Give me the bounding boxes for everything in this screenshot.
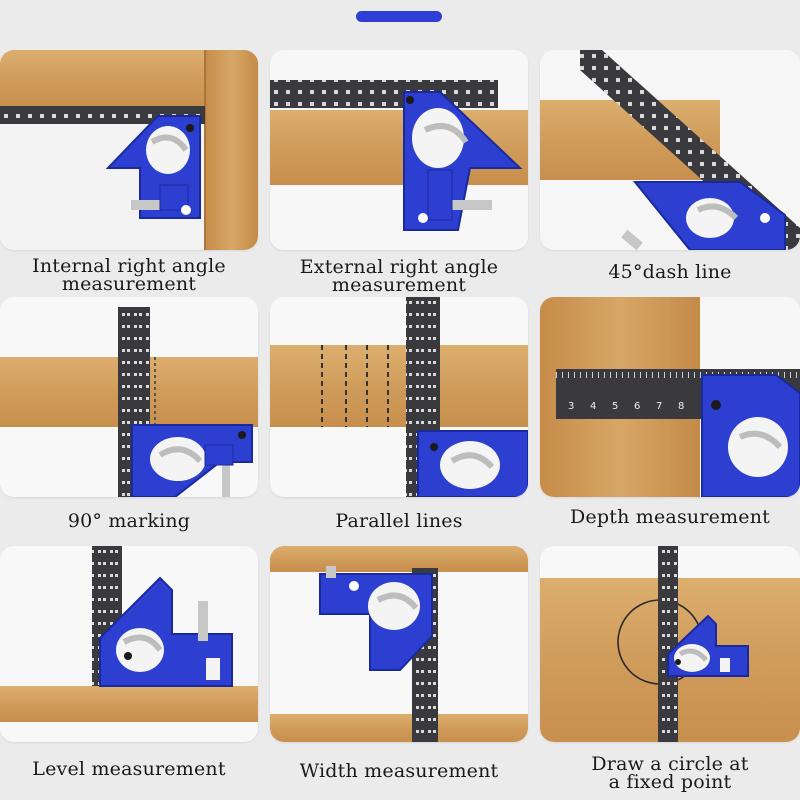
svg-text:4: 4: [590, 401, 596, 412]
tile-width-measurement[interactable]: [270, 546, 528, 742]
level-measurement-illustration: [0, 546, 258, 742]
caption-45-dash-line: 45°dash line: [608, 261, 732, 283]
width-measurement-illustration: [270, 546, 528, 742]
caption-parallel-lines: Parallel lines: [335, 510, 463, 532]
tile-external-right-angle[interactable]: [270, 50, 528, 250]
draw-circle-illustration: [540, 546, 800, 742]
tile-draw-circle[interactable]: [540, 546, 800, 742]
caption-90-marking: 90° marking: [67, 510, 191, 532]
caption-level-measurement: Level measurement: [32, 758, 226, 780]
svg-text:5: 5: [612, 401, 618, 412]
page-indicator[interactable]: [356, 11, 442, 22]
caption-width-measurement: Width measurement: [299, 760, 499, 782]
tile-level-measurement[interactable]: [0, 546, 258, 742]
tile-parallel-lines[interactable]: [270, 297, 528, 497]
ruler-scale: 3 4 5 6 7 8: [568, 401, 684, 412]
caption-depth-measurement: Depth measurement: [570, 506, 770, 528]
internal-right-angle-illustration: [0, 50, 258, 250]
external-right-angle-illustration: [270, 50, 528, 250]
dash-line-illustration: [540, 50, 800, 250]
parallel-lines-illustration: [270, 297, 528, 497]
svg-text:6: 6: [634, 401, 640, 412]
tile-90-marking[interactable]: [0, 297, 258, 497]
tile-45-dash-line[interactable]: [540, 50, 800, 250]
svg-text:3: 3: [568, 401, 574, 412]
tile-depth-measurement[interactable]: 3 4 5 6 7 8: [540, 297, 800, 497]
svg-text:8: 8: [678, 401, 684, 412]
depth-measurement-illustration: 3 4 5 6 7 8: [540, 297, 800, 497]
svg-text:7: 7: [656, 401, 662, 412]
tile-internal-right-angle[interactable]: [0, 50, 258, 250]
marking-illustration: [0, 297, 258, 497]
